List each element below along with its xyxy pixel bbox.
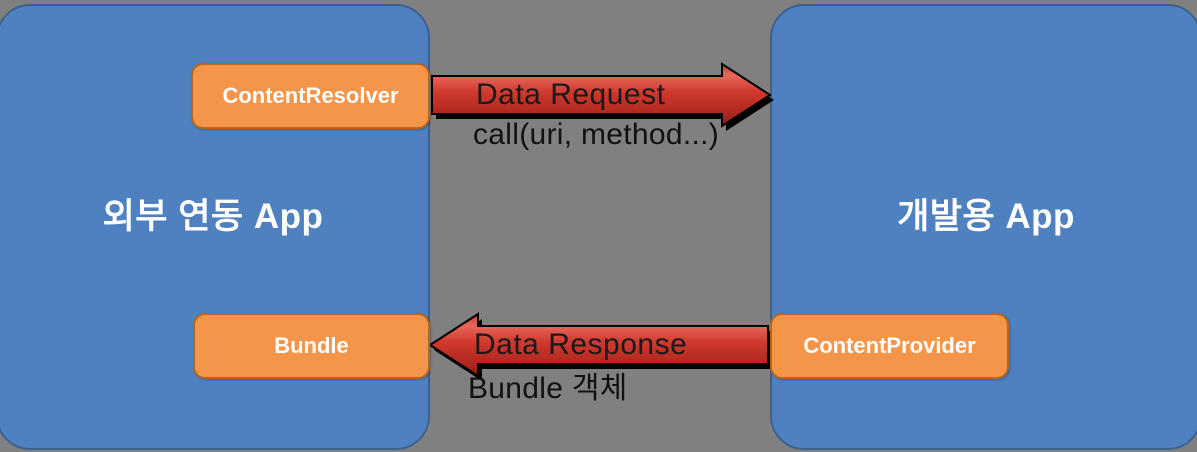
component-content-resolver-label: ContentResolver	[222, 83, 399, 108]
component-content-resolver[interactable]: ContentResolver	[191, 63, 430, 129]
component-content-provider[interactable]: ContentProvider	[770, 313, 1009, 379]
component-bundle-label: Bundle	[274, 333, 349, 358]
arrow-data-request-caption: call(uri, method...)	[473, 118, 720, 151]
app-panel-external-title: 외부 연동 App	[102, 197, 324, 236]
arrow-data-request	[428, 62, 774, 131]
arrow-data-response	[424, 312, 772, 381]
app-panel-dev: 개발용 App	[770, 4, 1197, 450]
component-bundle[interactable]: Bundle	[193, 313, 430, 379]
component-content-provider-label: ContentProvider	[803, 333, 976, 358]
arrow-data-response-caption: Bundle 객체	[468, 372, 628, 405]
app-panel-dev-title: 개발용 App	[897, 197, 1075, 236]
